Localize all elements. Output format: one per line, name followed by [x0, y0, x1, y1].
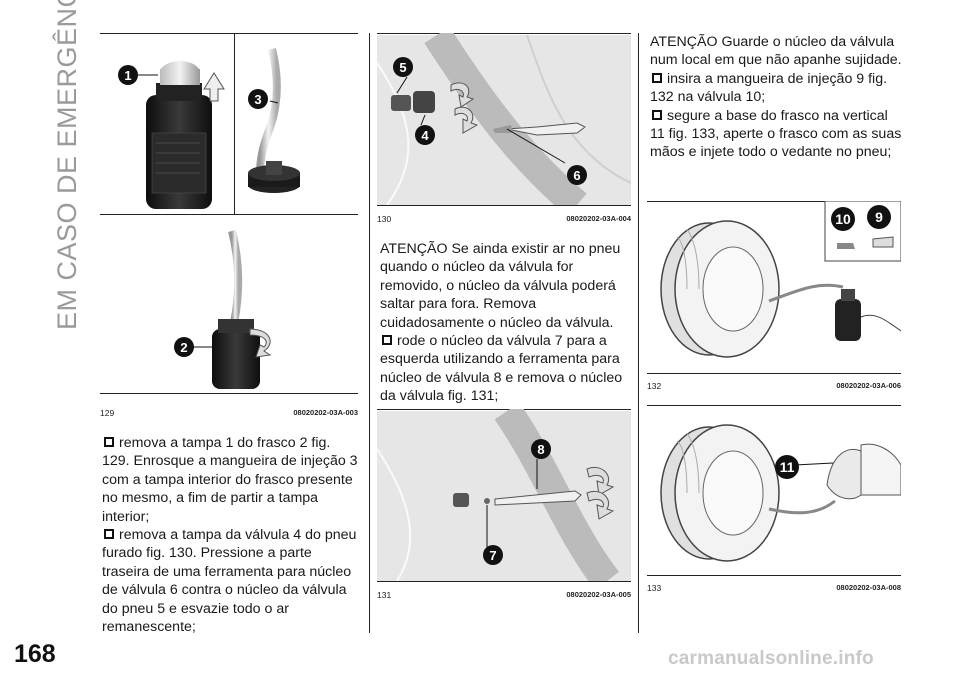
svg-text:11: 11	[780, 459, 795, 475]
step-bullet-icon	[104, 529, 114, 540]
svg-text:7: 7	[489, 548, 496, 563]
instruction-step: insira a mangueira de injeção 9 fig. 132…	[650, 70, 888, 106]
callout-11: 11	[775, 455, 799, 479]
callout-2: 2	[174, 337, 194, 357]
figure-133: 11 133 08020202-03A-008	[647, 405, 901, 595]
page-number: 168	[14, 640, 56, 668]
svg-text:4: 4	[421, 128, 429, 143]
svg-text:6: 6	[573, 168, 580, 183]
callout-4: 4	[415, 125, 435, 145]
instruction-step: segure a base do frasco na vertical 11 f…	[650, 107, 902, 161]
column-divider	[638, 33, 639, 633]
column-divider	[369, 33, 370, 633]
valve-illustration: 5 4 6	[377, 33, 631, 205]
callout-9: 9	[867, 205, 891, 229]
valve-core-illustration: 8 7	[377, 409, 631, 581]
warning-note: ATENÇÃO Se ainda existir ar no pneu quan…	[380, 241, 621, 331]
svg-text:1: 1	[124, 68, 131, 83]
callout-7: 7	[483, 545, 503, 565]
figure-132: 10 9 132 08020202-03A-006	[647, 201, 901, 391]
figure-code: 08020202-03A-008	[836, 583, 901, 592]
tyre-squeeze-illustration: 11	[660, 424, 901, 562]
svg-text:5: 5	[399, 60, 406, 75]
section-title: EM CASO DE EMERGÊNCIA	[52, 0, 82, 330]
svg-text:3: 3	[254, 92, 261, 107]
bottle-illustration: 1 3 2	[118, 48, 300, 389]
svg-text:9: 9	[875, 209, 883, 225]
figure-code: 08020202-03A-004	[566, 214, 631, 223]
figure-number: 131	[377, 590, 392, 600]
footer-watermark[interactable]: carmanualsonline.info	[668, 648, 874, 669]
warning-note: ATENÇÃO Guarde o núcleo da válvula num l…	[650, 34, 902, 69]
column-3-text: ATENÇÃO Guarde o núcleo da válvula num l…	[650, 33, 902, 162]
figure-number: 129	[100, 408, 115, 418]
step-bullet-icon	[104, 437, 114, 447]
callout-6: 6	[567, 165, 587, 185]
tyre-injection-illustration: 10 9	[660, 201, 901, 358]
column-1-text: remova a tampa 1 do frasco 2 fig. 129. E…	[102, 434, 360, 636]
svg-text:2: 2	[180, 340, 187, 355]
callout-3: 3	[248, 89, 268, 109]
step-bullet-icon	[382, 335, 392, 346]
figure-129: 1 3 2 129 08020202-03A-003	[100, 33, 358, 418]
figure-131: 8 7 131 08020202-03A-005	[377, 409, 631, 601]
figure-number: 132	[647, 381, 662, 391]
instruction-step: remova a tampa 1 do frasco 2 fig. 129. E…	[102, 435, 358, 525]
figure-number: 133	[647, 583, 662, 593]
svg-text:8: 8	[537, 442, 544, 457]
column-2-text: ATENÇÃO Se ainda existir ar no pneu quan…	[380, 240, 630, 406]
callout-10: 10	[831, 207, 855, 231]
svg-text:10: 10	[835, 211, 851, 227]
figure-code: 08020202-03A-006	[836, 381, 901, 390]
instruction-step: remova a tampa da válvula 4 do pneu fura…	[102, 527, 357, 636]
callout-8: 8	[531, 439, 551, 459]
figure-number: 130	[377, 214, 392, 224]
figure-code: 08020202-03A-005	[566, 590, 631, 599]
step-bullet-icon	[652, 72, 662, 83]
callout-5: 5	[393, 57, 413, 77]
figure-code: 08020202-03A-003	[293, 408, 358, 417]
callout-1: 1	[118, 65, 138, 85]
figure-130: 5 4 6 130 08020202-03A-004	[377, 33, 631, 224]
step-bullet-icon	[652, 109, 662, 120]
instruction-step: rode o núcleo da válvula 7 para a esquer…	[380, 333, 623, 405]
